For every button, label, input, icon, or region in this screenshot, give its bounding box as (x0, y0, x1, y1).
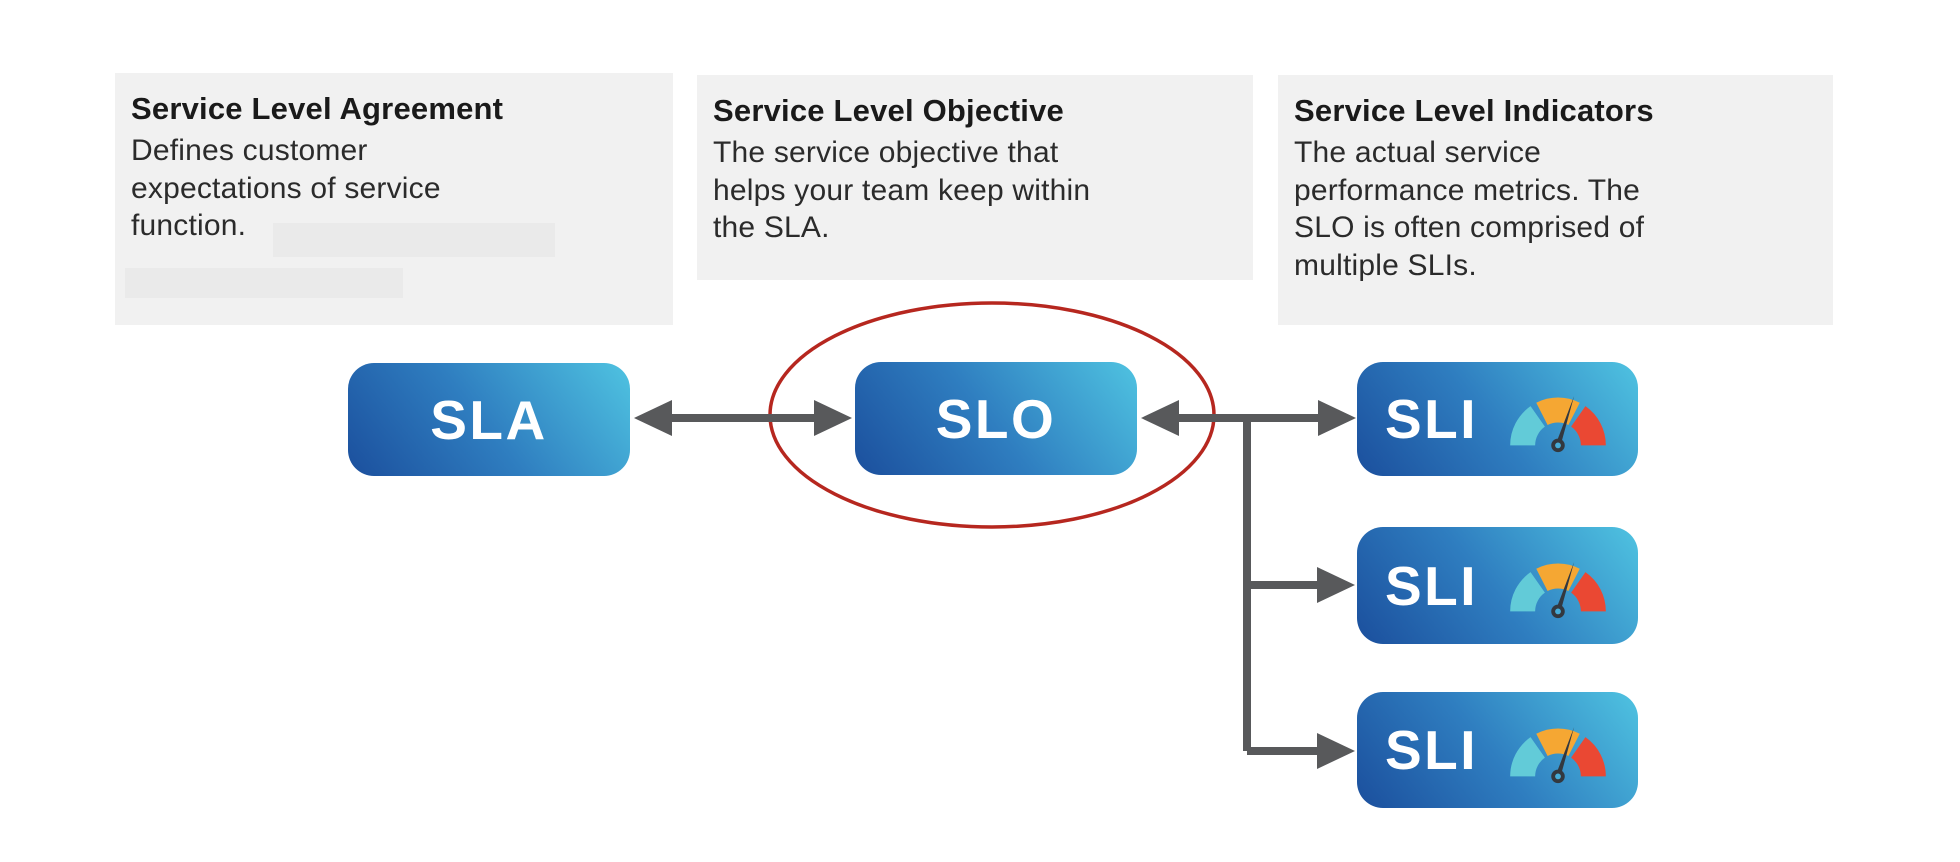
description-box-sli: Service Level Indicators The actual serv… (1278, 75, 1833, 325)
arrowhead-to-sli1 (1318, 400, 1356, 436)
desc-line: function. (131, 209, 247, 242)
node-sli-label: SLI (1384, 719, 1479, 781)
node-slo: SLO (855, 362, 1137, 475)
desc-title-sli: Service Level Indicators (1294, 93, 1654, 128)
desc-line: performance metrics. The (1294, 173, 1641, 207)
arrowhead-to-sli3 (1317, 733, 1355, 769)
arrowhead-to-slo-left (814, 400, 852, 436)
desc-title-sla: Service Level Agreement (131, 91, 504, 126)
redacted-text-block (273, 223, 555, 257)
description-box-slo: Service Level Objective The service obje… (697, 75, 1253, 280)
desc-line: The actual service (1294, 136, 1542, 169)
desc-line: helps your team keep within (713, 173, 1091, 207)
node-sli-label: SLI (1384, 388, 1479, 450)
desc-title-slo: Service Level Objective (713, 93, 1064, 128)
arrowhead-to-sla (634, 400, 672, 436)
desc-line: SLO is often comprised of (1294, 211, 1645, 244)
gauge-icon (1510, 726, 1606, 783)
description-box-sla: Service Level Agreement Defines customer… (115, 73, 673, 325)
gauge-icon (1510, 561, 1606, 619)
node-sla-label: SLA (430, 388, 548, 451)
desc-line: The service objective that (713, 136, 1059, 169)
node-sla: SLA (348, 363, 630, 476)
desc-line: expectations of service (131, 171, 441, 205)
gauge-icon (1510, 395, 1606, 452)
redacted-text-block (125, 268, 403, 298)
node-sli-1: SLI (1357, 362, 1638, 476)
arrowhead-to-sli2 (1317, 567, 1355, 603)
node-slo-label: SLO (935, 387, 1057, 450)
node-sli-2: SLI (1357, 527, 1638, 644)
node-sli-label: SLI (1384, 554, 1479, 617)
desc-line: multiple SLIs. (1294, 248, 1477, 282)
desc-line: the SLA. (713, 211, 830, 244)
arrow-group (634, 400, 1356, 769)
arrowhead-to-slo-right (1141, 400, 1179, 436)
desc-line: Defines customer (131, 134, 368, 167)
node-sli-3: SLI (1357, 692, 1638, 808)
